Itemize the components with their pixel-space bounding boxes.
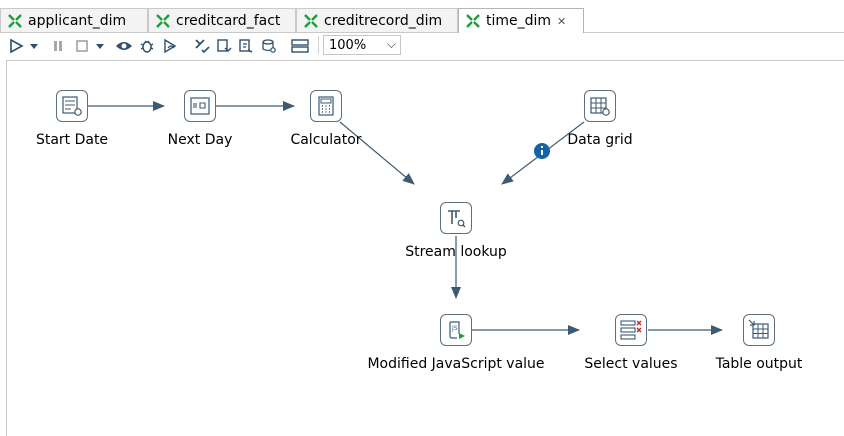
stop-button[interactable] [72, 36, 92, 56]
toolbar [0, 33, 844, 59]
hop-calculator-to-stream-lookup[interactable] [339, 121, 415, 185]
preview-button[interactable] [114, 36, 134, 56]
generate-rows-icon [62, 96, 82, 116]
transformation-icon [304, 13, 318, 28]
calculator-icon [318, 96, 334, 116]
step-label: Data grid [567, 132, 633, 148]
toolbar-separator [318, 36, 319, 54]
tab-time-dim[interactable]: time_dim ✕ [458, 8, 584, 33]
transformation-canvas[interactable] [6, 60, 844, 436]
sql-icon [239, 39, 253, 53]
zoom-select[interactable]: 100% ⌵ [323, 35, 401, 55]
replay-button[interactable] [160, 36, 180, 56]
sql-button[interactable] [236, 36, 256, 56]
pause-icon [54, 41, 62, 51]
step-label: Table output [715, 356, 803, 372]
step-stream-lookup[interactable] [440, 202, 472, 234]
play-icon [10, 38, 24, 54]
tab-creditcard-fact[interactable]: creditcard_fact [148, 8, 296, 32]
run-button[interactable] [6, 36, 26, 56]
stop-icon [76, 40, 88, 52]
javascript-icon: JS [449, 321, 465, 339]
step-table-output[interactable] [743, 314, 775, 346]
tab-creditrecord-dim[interactable]: creditrecord_dim [296, 8, 458, 32]
verify-icon [195, 39, 210, 54]
eye-icon [116, 42, 132, 50]
info-icon[interactable] [534, 143, 550, 159]
stream-lookup-icon [448, 210, 466, 228]
transformation-icon [156, 13, 170, 28]
svg-text:JS: JS [451, 325, 458, 332]
tab-label: time_dim [486, 13, 552, 29]
transformation-icon [8, 13, 22, 28]
step-label: Stream lookup [405, 244, 507, 260]
pause-button[interactable] [48, 36, 68, 56]
tab-label: creditcard_fact [176, 12, 281, 29]
bug-icon [140, 40, 154, 53]
chevron-down-icon: ⌵ [386, 37, 396, 51]
step-calculator[interactable] [310, 90, 342, 122]
tab-bar: applicant_dim creditcard_fact creditreco… [0, 8, 844, 33]
debug-button[interactable] [137, 36, 157, 56]
step-label: Next Day [167, 132, 233, 148]
step-modified-javascript-value[interactable]: JS [440, 314, 472, 346]
step-label: Start Date [35, 132, 109, 148]
sequence-icon [190, 97, 210, 115]
step-start-date[interactable] [56, 90, 88, 122]
data-grid-icon [590, 97, 610, 116]
tab-label: applicant_dim [28, 12, 127, 29]
stop-options-dropdown[interactable] [94, 36, 106, 56]
step-label: Modified JavaScript value [367, 356, 545, 372]
impact-icon [217, 39, 232, 52]
impact-button[interactable] [214, 36, 234, 56]
show-results-button[interactable] [290, 36, 310, 56]
close-icon[interactable]: ✕ [557, 14, 567, 28]
explore-db-button[interactable] [259, 36, 279, 56]
table-output-icon [748, 319, 769, 339]
step-data-grid[interactable] [584, 90, 616, 122]
replay-icon [164, 38, 177, 54]
zoom-value: 100% [329, 37, 367, 53]
chevron-down-icon [30, 44, 38, 49]
tab-label: creditrecord_dim [324, 12, 443, 29]
verify-button[interactable] [192, 36, 212, 56]
step-label: Calculator [290, 132, 362, 148]
step-next-day[interactable] [184, 90, 216, 122]
select-values-icon [620, 320, 642, 340]
step-label: Select values [584, 356, 678, 372]
chevron-down-icon [96, 44, 104, 49]
results-panel-icon [291, 39, 309, 53]
step-select-values[interactable] [615, 314, 647, 346]
database-search-icon [262, 39, 276, 53]
run-options-dropdown[interactable] [28, 36, 40, 56]
transformation-icon [466, 14, 480, 28]
tab-applicant-dim[interactable]: applicant_dim [0, 8, 148, 32]
